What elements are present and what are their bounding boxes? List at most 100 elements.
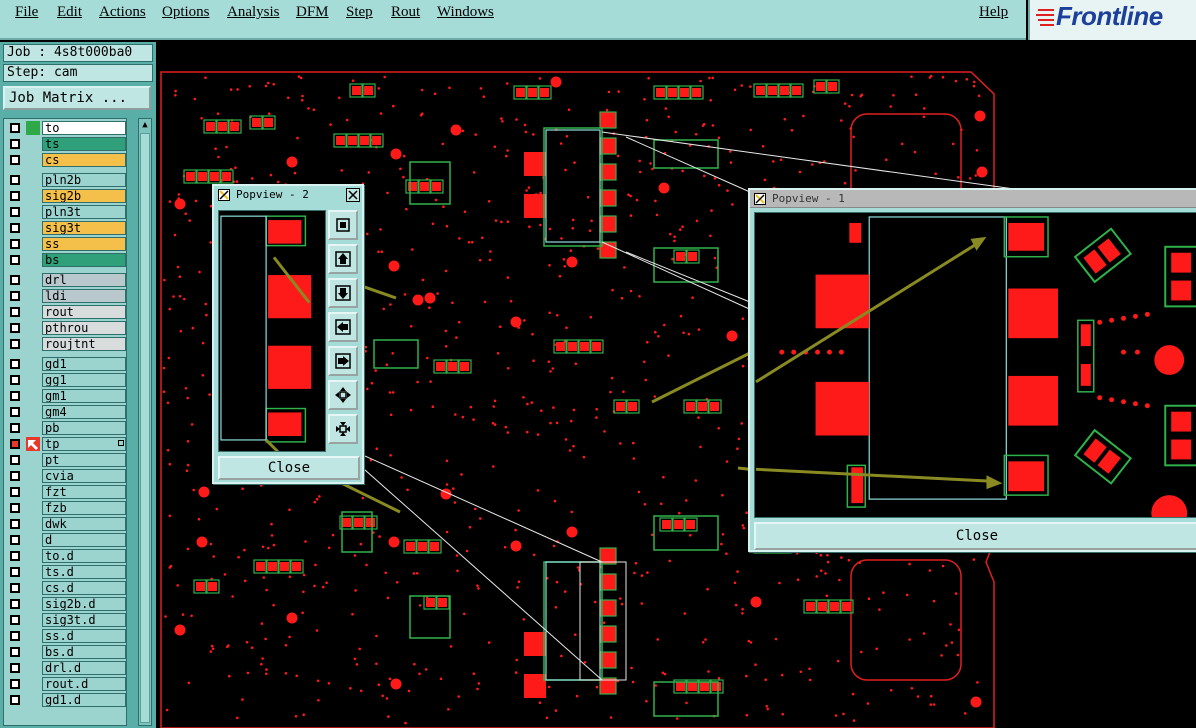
layer-checkbox[interactable] [10,275,20,285]
popview-1-titlebar[interactable]: Popview - 1 [750,190,1196,208]
layer-color-tag[interactable] [26,389,40,403]
layer-color-tag[interactable] [26,501,40,515]
layer-checkbox[interactable] [10,255,20,265]
layer-checkbox[interactable] [10,391,20,401]
menu-edit[interactable]: Edit [57,4,82,20]
layer-checkbox[interactable] [10,583,20,593]
layer-color-tag[interactable] [26,517,40,531]
layer-color-tag[interactable] [26,137,40,151]
layer-row[interactable]: sig2b [6,189,126,203]
layer-color-tag[interactable] [26,629,40,643]
layer-row[interactable]: tp [6,437,126,451]
layer-checkbox[interactable] [10,647,20,657]
layer-checkbox[interactable] [10,423,20,433]
layer-checkbox[interactable] [10,551,20,561]
layer-row[interactable]: cs [6,153,126,167]
layer-checkbox[interactable] [10,695,20,705]
layer-row[interactable]: dwk [6,517,126,531]
work-layer-arrow-icon[interactable] [26,437,40,451]
layer-checkbox[interactable] [10,487,20,497]
menu-windows[interactable]: Windows [437,4,494,20]
zoom-in-button[interactable] [328,380,358,410]
layer-row[interactable]: rout [6,305,126,319]
popview-1-view[interactable] [754,212,1196,518]
layer-row[interactable]: fzb [6,501,126,515]
layer-checkbox[interactable] [10,535,20,545]
menu-analysis[interactable]: Analysis [227,4,280,20]
layer-checkbox[interactable] [10,139,20,149]
layer-checkbox[interactable] [10,679,20,689]
popview-2-view[interactable] [218,210,326,452]
layer-row[interactable]: ss.d [6,629,126,643]
layer-color-tag[interactable] [26,469,40,483]
layer-row[interactable]: drl.d [6,661,126,675]
layer-color-tag[interactable] [26,453,40,467]
layer-checkbox[interactable] [10,407,20,417]
scroll-thumb[interactable] [140,133,150,723]
layer-row[interactable]: ts.d [6,565,126,579]
layer-color-tag[interactable] [26,533,40,547]
layer-color-tag[interactable] [26,613,40,627]
close-icon[interactable] [346,188,360,202]
layer-color-tag[interactable] [26,205,40,219]
menu-step[interactable]: Step [346,4,373,20]
pan-up-button[interactable] [328,244,358,274]
layer-checkbox[interactable] [10,663,20,673]
layer-color-tag[interactable] [26,337,40,351]
layer-checkbox[interactable] [10,155,20,165]
layer-row[interactable]: cs.d [6,581,126,595]
layer-color-tag[interactable] [26,173,40,187]
layer-row[interactable]: drl [6,273,126,287]
layer-color-tag[interactable] [26,565,40,579]
menu-help[interactable]: Help [979,4,1009,20]
layer-row[interactable]: d [6,533,126,547]
layer-color-tag[interactable] [26,153,40,167]
layer-row[interactable]: gm4 [6,405,126,419]
pan-down-button[interactable] [328,278,358,308]
layer-row[interactable]: rout.d [6,677,126,691]
layer-row[interactable]: gd1 [6,357,126,371]
zoom-out-button[interactable] [328,414,358,444]
layer-color-tag[interactable] [26,485,40,499]
layer-checkbox[interactable] [10,615,20,625]
layer-color-tag[interactable] [26,273,40,287]
layer-row[interactable]: to.d [6,549,126,563]
popview-1-close-button[interactable]: Close [754,522,1196,550]
layer-row[interactable]: ss [6,237,126,251]
layer-row[interactable]: pln2b [6,173,126,187]
pan-left-button[interactable] [328,312,358,342]
layer-row[interactable]: pthrou [6,321,126,335]
layer-color-tag[interactable] [26,305,40,319]
layer-color-tag[interactable] [26,237,40,251]
layer-checkbox[interactable] [10,239,20,249]
layer-checkbox[interactable] [10,339,20,349]
layer-checkbox[interactable] [10,439,20,449]
scroll-up-icon[interactable]: ▲ [142,120,148,130]
layer-checkbox[interactable] [10,503,20,513]
layer-color-tag[interactable] [26,221,40,235]
layer-checkbox[interactable] [10,455,20,465]
layer-color-tag[interactable] [26,677,40,691]
menu-dfm[interactable]: DFM [296,4,329,20]
layer-color-tag[interactable] [26,661,40,675]
layer-color-tag[interactable] [26,373,40,387]
layer-checkbox[interactable] [10,323,20,333]
layer-row[interactable]: bs.d [6,645,126,659]
layer-color-tag[interactable] [26,189,40,203]
layer-color-tag[interactable] [26,253,40,267]
layer-checkbox[interactable] [10,631,20,641]
layer-checkbox[interactable] [10,471,20,481]
layer-row[interactable]: pln3t [6,205,126,219]
layer-color-tag[interactable] [26,645,40,659]
layer-color-tag[interactable] [26,405,40,419]
layer-checkbox[interactable] [10,359,20,369]
layer-color-tag[interactable] [26,549,40,563]
pan-right-button[interactable] [328,346,358,376]
layer-scrollbar[interactable]: ▲ [138,118,152,726]
layer-row[interactable]: gd1.d [6,693,126,707]
popview-2-close-button[interactable]: Close [218,456,360,480]
menu-actions[interactable]: Actions [99,4,146,20]
layer-row[interactable]: pt [6,453,126,467]
layer-color-tag[interactable] [26,597,40,611]
layer-checkbox[interactable] [10,375,20,385]
